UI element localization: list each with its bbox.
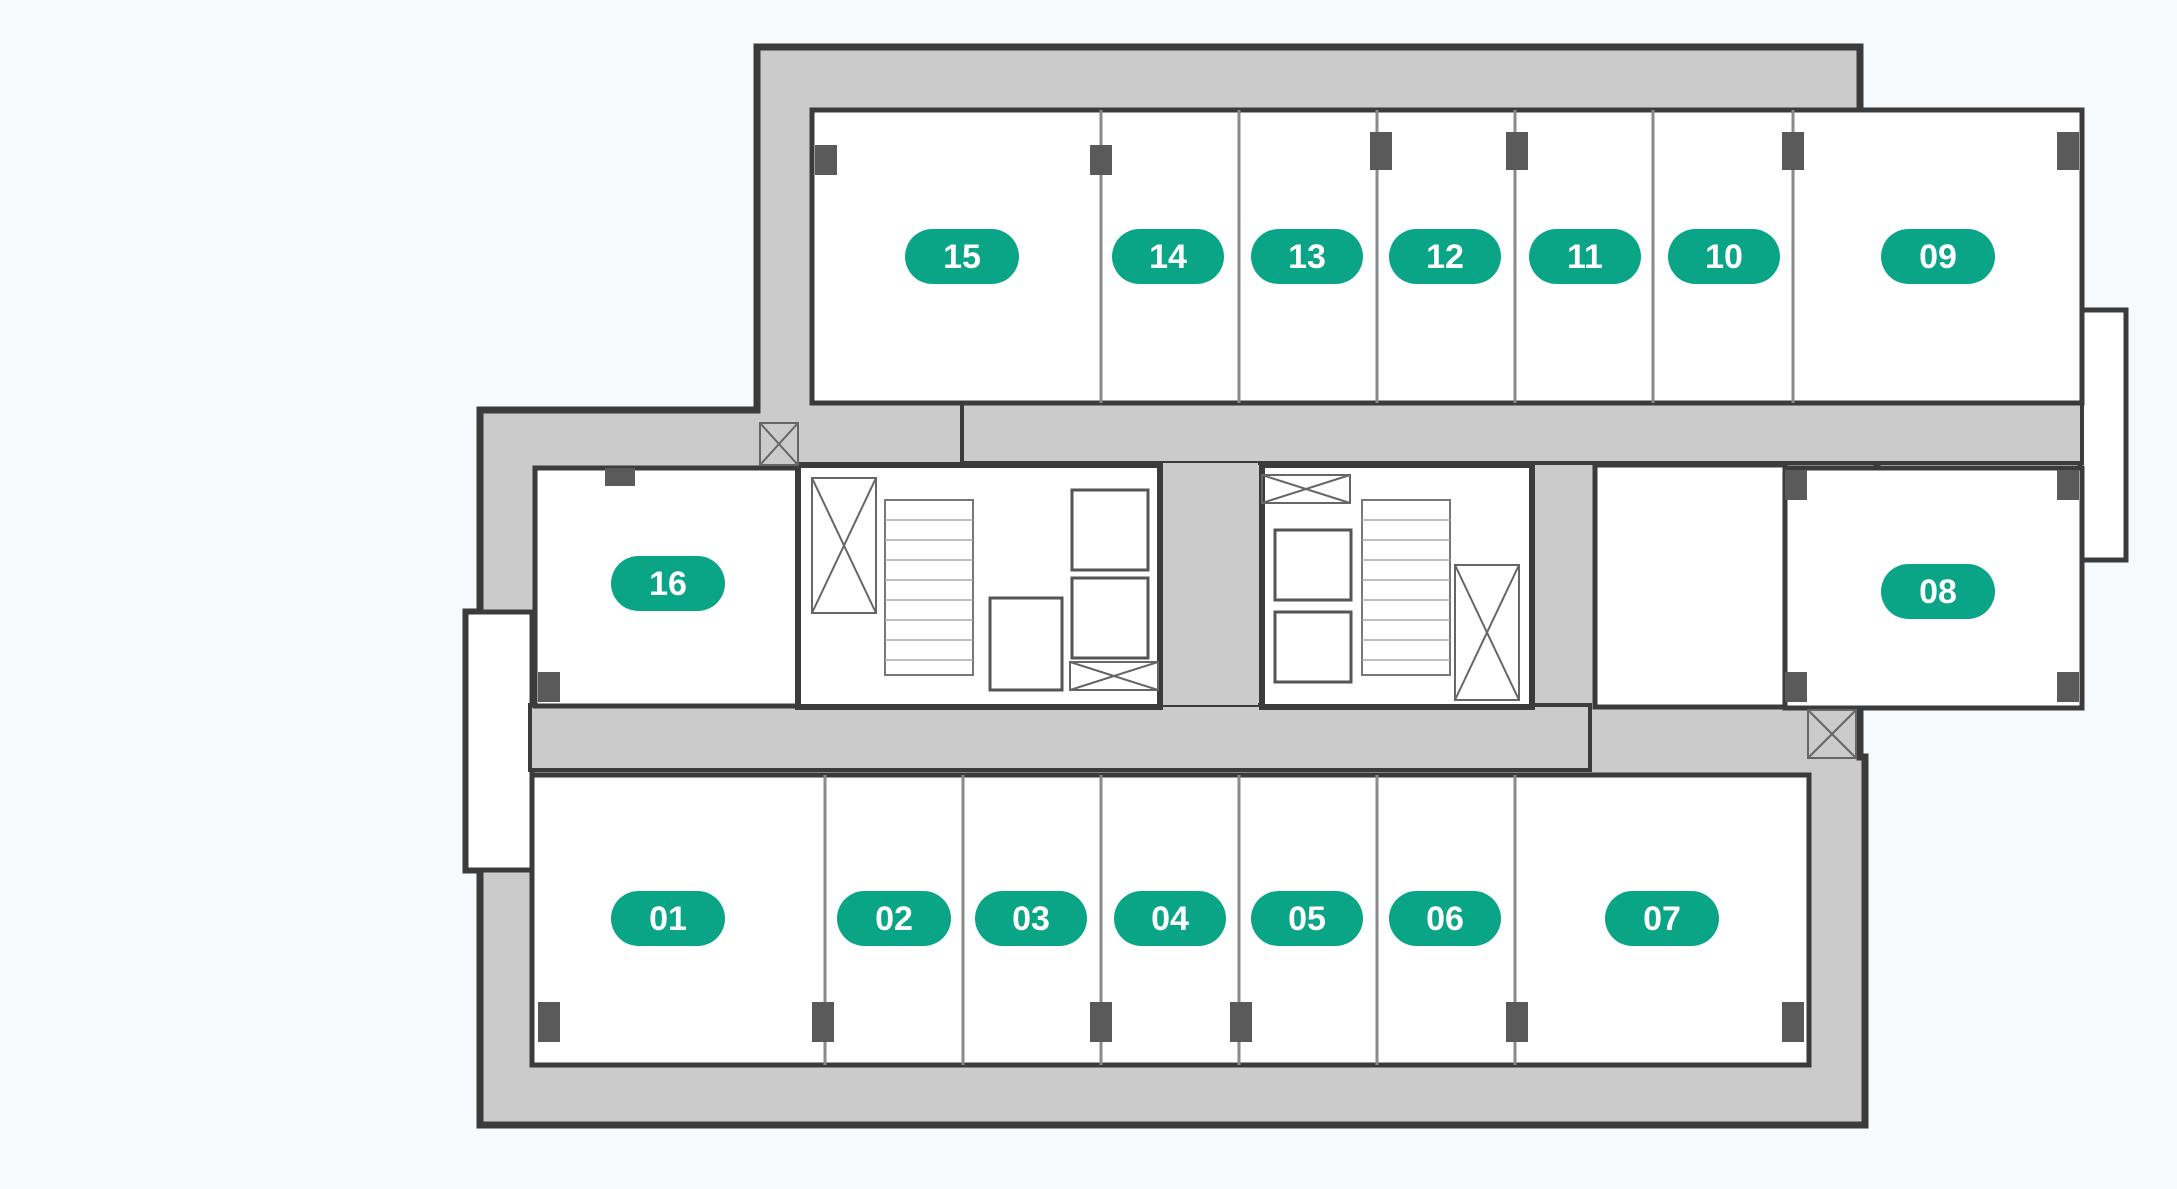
unit-06-label: 06 xyxy=(1426,900,1464,938)
unit-06-badge[interactable]: 06 xyxy=(1389,891,1501,946)
unit-01-badge[interactable]: 01 xyxy=(611,891,725,946)
unit-11-label: 11 xyxy=(1567,238,1603,276)
unit-11-badge[interactable]: 11 xyxy=(1529,229,1641,284)
unit-15-label: 15 xyxy=(943,238,981,276)
unit-02-badge[interactable]: 02 xyxy=(837,891,951,946)
unit-05-label: 05 xyxy=(1288,900,1326,938)
west-window-bay xyxy=(463,609,535,873)
unit-07-badge[interactable]: 07 xyxy=(1605,891,1719,946)
unit-03-badge[interactable]: 03 xyxy=(975,891,1087,946)
unit-12-label: 12 xyxy=(1426,238,1464,276)
columns xyxy=(538,132,2079,1042)
unit-08-badge[interactable]: 08 xyxy=(1881,564,1995,619)
unit-13-label: 13 xyxy=(1288,238,1326,276)
unit-08-label: 08 xyxy=(1919,573,1957,611)
east-window-bay xyxy=(2077,307,2129,563)
unit-15-badge[interactable]: 15 xyxy=(905,229,1019,284)
unit-10-label: 10 xyxy=(1705,238,1743,276)
unit-07-label: 07 xyxy=(1643,900,1681,938)
unit-16-badge[interactable]: 16 xyxy=(611,556,725,611)
corridors xyxy=(528,401,2084,772)
unit-12-badge[interactable]: 12 xyxy=(1389,229,1501,284)
unit-01-label: 01 xyxy=(649,900,687,938)
unit-09-label: 09 xyxy=(1919,238,1957,276)
unit-04-badge[interactable]: 04 xyxy=(1114,891,1226,946)
unit-10-badge[interactable]: 10 xyxy=(1668,229,1780,284)
unit-05-badge[interactable]: 05 xyxy=(1251,891,1363,946)
washrooms xyxy=(1592,462,1788,710)
unit-14-badge[interactable]: 14 xyxy=(1112,229,1224,284)
unit-09-badge[interactable]: 09 xyxy=(1881,229,1995,284)
unit-badges: 15 14 13 12 11 10 09 16 xyxy=(611,229,1995,946)
unit-02-label: 02 xyxy=(875,900,913,938)
unit-14-label: 14 xyxy=(1149,238,1187,276)
unit-13-badge[interactable]: 13 xyxy=(1251,229,1363,284)
unit-03-label: 03 xyxy=(1012,900,1050,938)
unit-04-label: 04 xyxy=(1151,900,1189,938)
building-core xyxy=(759,422,1857,759)
unit-16-label: 16 xyxy=(649,565,687,603)
